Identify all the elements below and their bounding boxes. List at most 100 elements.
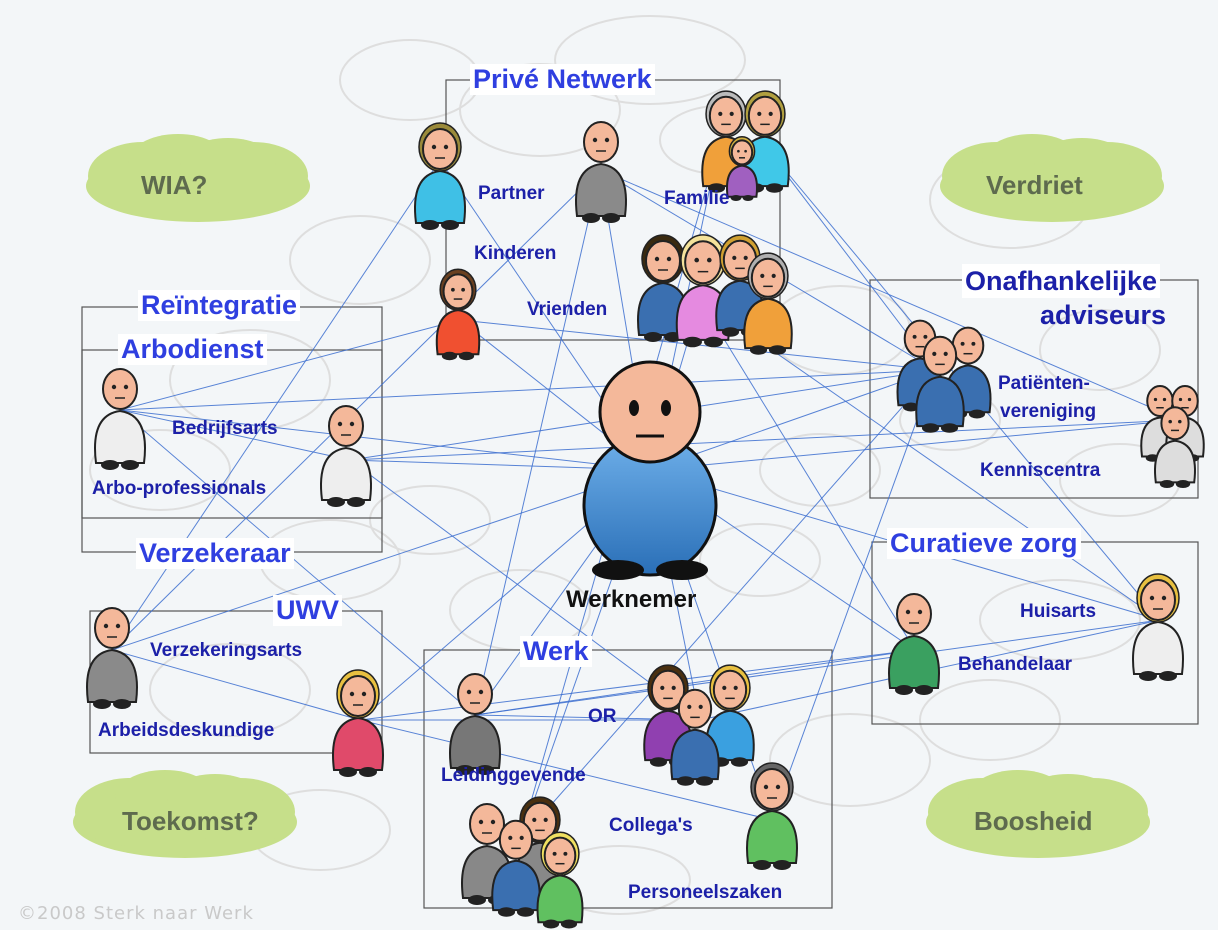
label-patienten-1: Patiënten- [998, 373, 1090, 394]
person-foot [721, 327, 740, 337]
person-foot [676, 776, 695, 786]
person-eye [1178, 419, 1182, 424]
speech-bubble [169, 329, 331, 431]
person-head [1160, 406, 1190, 441]
connection-line [349, 459, 701, 721]
connection-line [474, 169, 601, 716]
person-foot [421, 220, 439, 230]
person-eye [923, 334, 928, 339]
person-head [442, 273, 474, 310]
label-collegas: Collega's [609, 815, 693, 836]
person-head [340, 675, 376, 717]
person-foot [497, 907, 516, 917]
onafhankelijke-title: Onafhankelijke [962, 264, 1161, 298]
person-body [1154, 439, 1196, 484]
person-head [1140, 579, 1176, 621]
person-foot [441, 351, 458, 361]
person-eye [971, 341, 976, 346]
person-foot [339, 767, 357, 777]
connection-line [119, 319, 461, 411]
connection-line [649, 369, 936, 471]
person-foot [915, 685, 933, 695]
person-head [951, 326, 985, 365]
person-personeelszaken [746, 762, 798, 870]
person-eye [1153, 397, 1158, 402]
label-familie: Familie [664, 188, 730, 209]
person-foot [707, 183, 726, 193]
person-head [684, 240, 722, 285]
person-eye [729, 111, 734, 116]
person-head [712, 669, 748, 710]
person-body [743, 297, 793, 350]
person-eye [743, 255, 748, 260]
person-foot [101, 460, 119, 470]
connection-line [111, 469, 651, 651]
person-foot [644, 332, 662, 342]
person-head [677, 688, 713, 729]
person-arbo-professional [320, 405, 372, 507]
connection-line [119, 369, 936, 411]
label-arbo-professionals: Arbo-professionals [92, 478, 267, 499]
person-eye [337, 421, 343, 427]
person-or-2 [705, 664, 755, 767]
person-eye [771, 273, 776, 278]
connection-line [519, 369, 936, 841]
person-head [522, 801, 558, 842]
person-head [583, 121, 619, 163]
person-foot [113, 699, 131, 709]
person-eye [943, 351, 948, 356]
person-body [888, 634, 940, 689]
person-body [536, 874, 584, 924]
person-leidinggevende [449, 673, 501, 775]
person-eye [960, 341, 965, 346]
person-body [575, 162, 627, 217]
person-foot [121, 460, 139, 470]
person-eye [666, 256, 672, 262]
speech-bubble [759, 433, 881, 507]
person-eye [532, 817, 537, 822]
person-foot [704, 336, 723, 348]
person-eye [733, 685, 738, 690]
person-foot [359, 767, 377, 777]
person-body [746, 809, 798, 864]
connection-line [599, 169, 1181, 421]
person-eye [508, 835, 513, 840]
person-family-child [726, 136, 758, 201]
werknemer-foot [656, 560, 708, 580]
person-eye [706, 257, 712, 263]
speech-bubble [369, 485, 491, 555]
person-foot [542, 919, 560, 929]
person-foot [516, 907, 535, 917]
prive-netwerk-title: Privé Netwerk [470, 64, 655, 95]
person-collega-4 [536, 831, 584, 929]
person-eye [917, 609, 923, 615]
people-figures [86, 90, 1205, 929]
person-kinderen-mother [414, 122, 466, 230]
person-eye [431, 144, 437, 150]
emotion-clouds [73, 134, 1164, 858]
person-foot [940, 423, 959, 433]
person-eye [1168, 419, 1172, 424]
person-eye [478, 819, 484, 825]
cloud-puff [1020, 774, 1116, 826]
speech-bubble [1039, 309, 1161, 391]
person-body [726, 164, 758, 198]
person-eye [768, 111, 773, 116]
label-verzekeringsarts: Verzekeringsarts [150, 640, 303, 661]
person-eye [757, 111, 762, 116]
label-partner: Partner [478, 183, 545, 204]
person-body [670, 728, 720, 781]
cloud-verdriet-text: Verdriet [986, 170, 1083, 200]
person-eye [1161, 595, 1167, 601]
person-body [915, 375, 965, 428]
person-body [332, 716, 384, 771]
label-personeelszaken: Personeelszaken [628, 882, 783, 903]
person-eye [660, 685, 665, 690]
person-body [86, 648, 138, 703]
cloud-puff [180, 138, 276, 190]
cloud-boosheid-text: Boosheid [974, 806, 1093, 836]
person-foot [602, 213, 620, 223]
person-head [457, 673, 493, 715]
person-eye [478, 689, 484, 695]
cloud-verdriet [940, 134, 1164, 222]
